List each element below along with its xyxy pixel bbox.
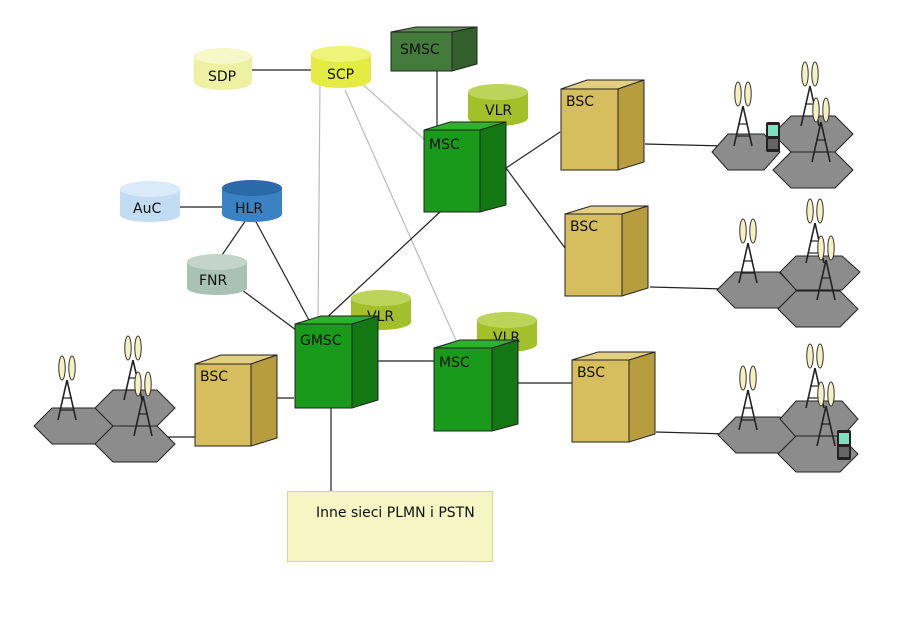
scp-label: SCP [327, 67, 354, 83]
msc-top-box: MSC [423, 121, 507, 213]
bsc-left-label: BSC [200, 369, 228, 385]
msc-bottom-label: MSC [439, 355, 470, 371]
auc-database: AuC [120, 181, 180, 222]
bsc-top-label: BSC [566, 94, 594, 110]
connections [150, 68, 729, 491]
vlr-top-database: VLR [468, 84, 528, 126]
cell-cluster-top-right [711, 115, 854, 189]
msc-top-label: MSC [429, 137, 460, 153]
gmsc-box: GMSC [294, 315, 379, 409]
external-networks-label: Inne sieci PLMN i PSTN [316, 505, 475, 521]
vlr-top-label: VLR [485, 103, 512, 119]
sdp-label: SDP [208, 69, 236, 85]
mobile-phone-icon [766, 122, 780, 152]
msc-bottom-box: MSC [433, 339, 519, 432]
bsc-mid-box: BSC [564, 205, 649, 297]
external-networks-box: Inne sieci PLMN i PSTN [287, 491, 493, 562]
fnr-label: FNR [199, 273, 228, 289]
mobile-phone-icon [837, 430, 851, 460]
auc-label: AuC [133, 201, 161, 217]
bsc-mid-label: BSC [570, 219, 598, 235]
bsc-bottom-label: BSC [577, 365, 605, 381]
bsc-bottom-box: BSC [571, 351, 656, 443]
bsc-top-box: BSC [560, 79, 645, 171]
cell-cluster-left [33, 389, 176, 463]
sdp-database: SDP [194, 48, 252, 90]
hlr-database: HLR [222, 180, 282, 222]
smsc-label: SMSC [400, 42, 440, 58]
smsc-box: SMSC [390, 26, 478, 72]
bsc-left-box: BSC [194, 354, 278, 447]
fnr-database: FNR [187, 254, 247, 295]
cell-cluster-mid-right [716, 255, 861, 328]
scp-database: SCP [311, 46, 371, 88]
hlr-label: HLR [235, 201, 263, 217]
gmsc-label: GMSC [300, 333, 342, 349]
